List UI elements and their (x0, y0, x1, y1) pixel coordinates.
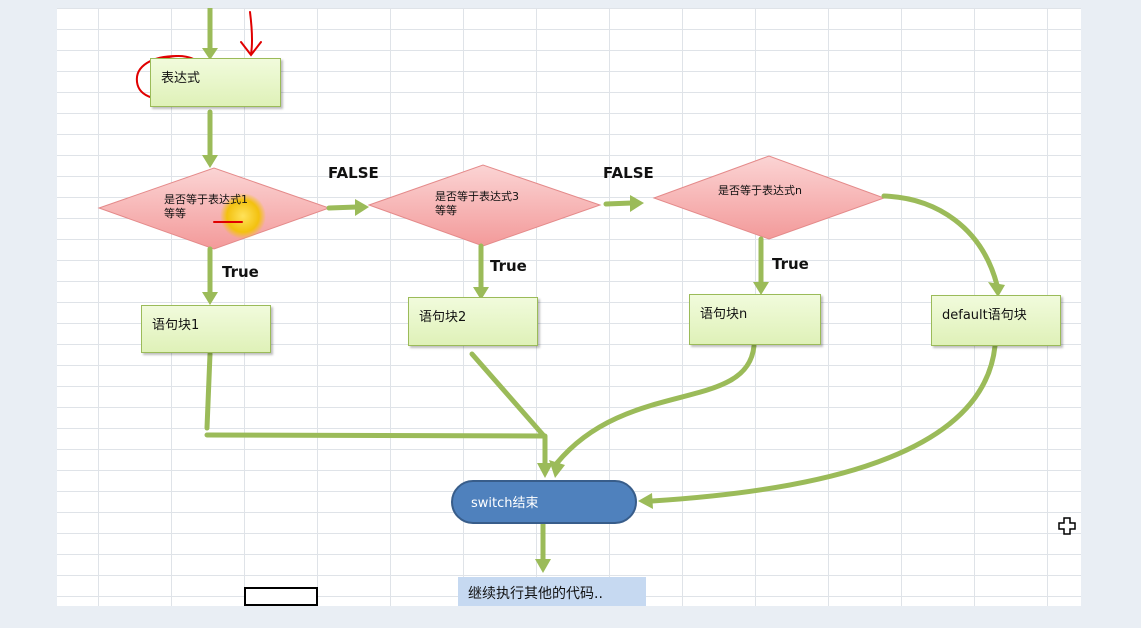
decision-3-text: 是否等于表达式n (718, 184, 802, 197)
arrow-false-1 (326, 204, 360, 211)
false-label-2: FALSE (603, 164, 654, 182)
arrow-blockn-curve (554, 343, 757, 466)
statement-block-n: 语句块n (689, 294, 821, 345)
switch-end-terminator: switch结束 (451, 480, 637, 524)
line-merge-horizontal (204, 432, 547, 439)
arrow-default-to-end (649, 343, 998, 504)
flowchart-graphics (97, 8, 1005, 573)
arrow-false-2 (603, 200, 635, 207)
statement-block-1: 语句块1 (141, 305, 271, 353)
continue-box: 继续执行其他的代码.. (458, 577, 646, 606)
decision-2-text: 是否等于表达式3 等等 (435, 190, 519, 217)
selected-cell[interactable] (244, 587, 318, 606)
line-block1-down (204, 351, 213, 431)
true-label-2: True (490, 257, 527, 275)
true-label-3: True (772, 255, 809, 273)
false-label-1: FALSE (328, 164, 379, 182)
arrow-default (881, 193, 1000, 288)
red-down-arrow-annotation (240, 11, 262, 57)
cursor-highlight (220, 193, 266, 239)
line-block2-diag (469, 351, 547, 439)
decision-diamond-2 (367, 164, 602, 247)
expression-box: 表达式 (150, 58, 281, 107)
expression-label: 表达式 (161, 71, 201, 86)
true-label-1: True (222, 263, 259, 281)
decision-1-text: 是否等于表达式1 等等 (164, 193, 248, 220)
statement-block-2: 语句块2 (408, 297, 538, 346)
default-block: default语句块 (931, 295, 1061, 346)
move-cursor-icon (1058, 517, 1076, 535)
spreadsheet-canvas: 表达式 是否等于表达式1 等等 是否等于表达式3 等等 是否等于表达式n FAL… (57, 8, 1081, 606)
